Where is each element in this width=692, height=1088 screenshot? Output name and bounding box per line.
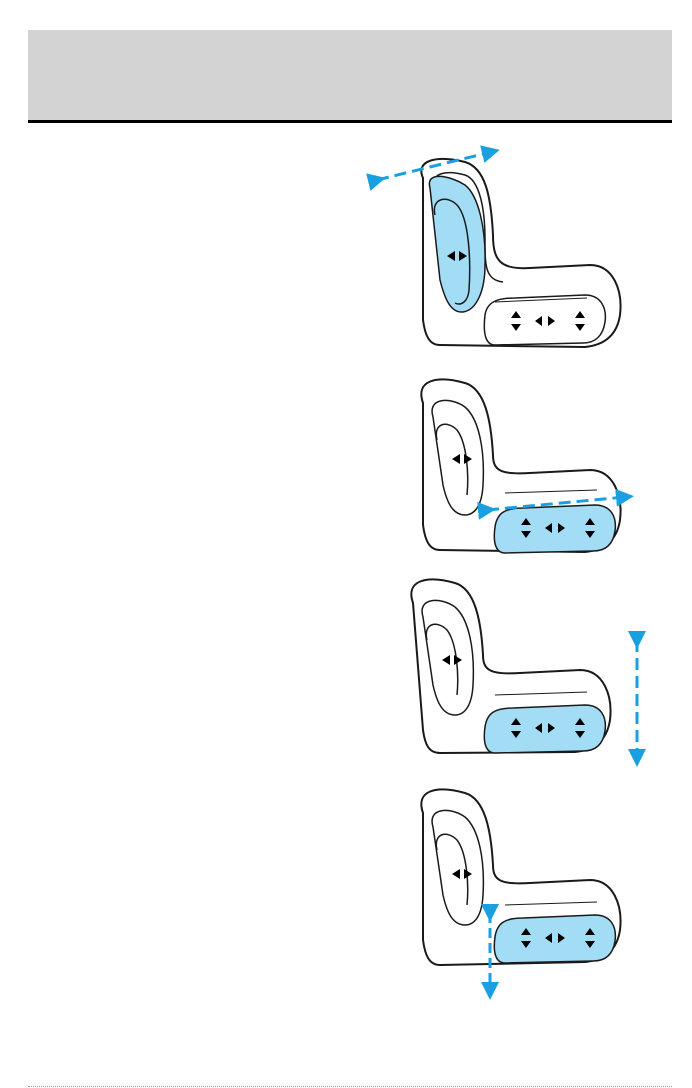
seat-up-down-illustration xyxy=(355,555,655,765)
header-rule xyxy=(28,120,672,123)
cushion-outline xyxy=(484,295,605,345)
cushion-highlight xyxy=(494,915,615,963)
cushion-highlight xyxy=(494,505,615,553)
seat-front-tilt-illustration xyxy=(355,775,655,985)
footer-rule xyxy=(28,1086,672,1087)
seat-recline-illustration xyxy=(355,140,655,350)
seat-fore-aft-illustration xyxy=(355,345,655,555)
header-band xyxy=(28,30,672,120)
cushion-highlight xyxy=(484,705,605,753)
